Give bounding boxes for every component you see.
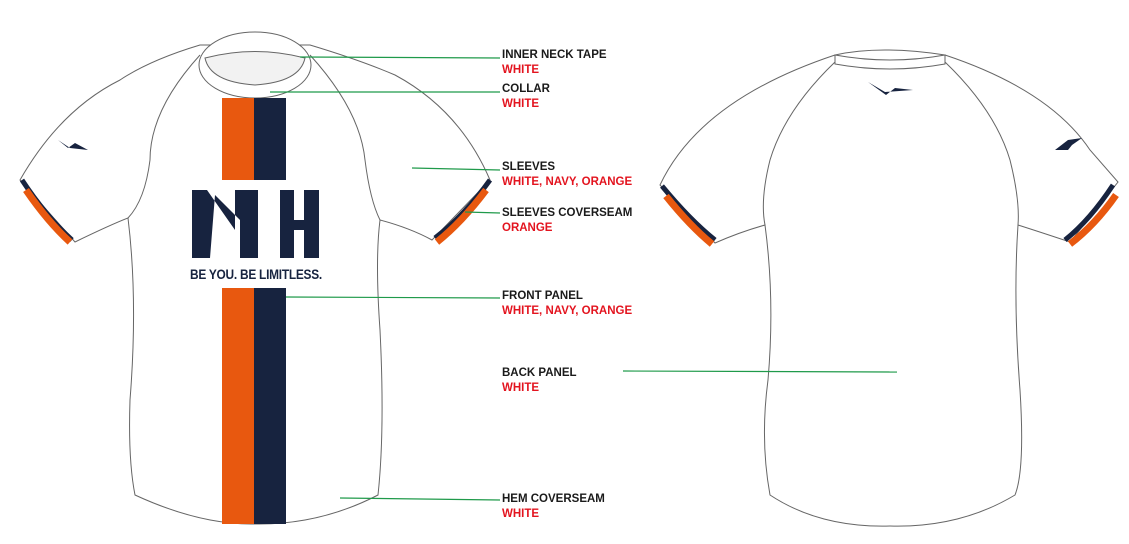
callout-name: FRONT PANEL <box>502 290 583 302</box>
callout-sleeves: SLEEVES WHITE, NAVY, ORANGE <box>502 160 632 190</box>
callout-color: WHITE <box>502 98 540 110</box>
front-stripe-orange-top <box>222 98 254 180</box>
front-stripe-navy-bottom <box>254 288 286 524</box>
callout-name: SLEEVES COVERSEAM <box>502 207 633 219</box>
raglan-seam-right <box>309 54 381 221</box>
back-sleeve-cuffs <box>660 183 1119 247</box>
callout-back-panel: BACK PANEL WHITE <box>502 366 577 396</box>
callout-inner-neck-tape: INNER NECK TAPE WHITE <box>502 48 607 78</box>
callout-name: SLEEVES <box>502 161 556 173</box>
callout-line-front-panel <box>285 296 501 299</box>
front-sleeve-cuffs <box>19 178 493 245</box>
front-stripe-orange-bottom <box>222 288 254 524</box>
callout-name: COLLAR <box>502 83 550 95</box>
sleeve-brand-icon <box>58 140 88 150</box>
callout-line-sleeves <box>411 167 501 171</box>
front-body-outline <box>19 44 491 525</box>
mh-logo <box>192 190 319 258</box>
callout-color: WHITE <box>502 64 540 76</box>
back-sleeve-brand-icon <box>1055 138 1082 150</box>
callout-line-hem-coverseam <box>339 497 501 501</box>
inner-neck-tape <box>204 51 306 86</box>
callout-sleeves-coverseam: SLEEVES COVERSEAM ORANGE <box>502 206 632 236</box>
front-stripe-navy-top <box>254 98 286 180</box>
callout-line-sleeves-coverseam <box>464 211 501 214</box>
callout-name: BACK PANEL <box>502 367 577 379</box>
callout-color: WHITE, NAVY, ORANGE <box>502 176 633 188</box>
callout-lines <box>270 56 898 501</box>
back-brand-icon <box>868 82 913 95</box>
callout-collar: COLLAR WHITE <box>502 82 550 112</box>
back-collar <box>834 54 946 70</box>
front-shirt <box>19 31 491 525</box>
back-shirt <box>659 49 1119 527</box>
front-stripes <box>222 98 286 524</box>
callout-hem-coverseam: HEM COVERSEAM WHITE <box>502 492 605 522</box>
back-body-outline <box>659 49 1119 527</box>
callout-color: ORANGE <box>502 222 553 234</box>
raglan-seam-left <box>127 54 201 219</box>
callout-color: WHITE <box>502 508 540 520</box>
back-raglan-right <box>944 61 1019 226</box>
callout-color: WHITE <box>502 382 540 394</box>
callout-line-back-panel <box>622 370 898 373</box>
callout-color: WHITE, NAVY, ORANGE <box>502 305 633 317</box>
callout-name: HEM COVERSEAM <box>502 493 605 505</box>
front-tagline: BE YOU. BE LIMITLESS. <box>190 266 322 282</box>
callout-front-panel: FRONT PANEL WHITE, NAVY, ORANGE <box>502 289 632 319</box>
back-raglan-left <box>762 61 836 226</box>
callout-line-inner-neck-tape <box>299 56 501 59</box>
callout-name: INNER NECK TAPE <box>502 49 607 61</box>
